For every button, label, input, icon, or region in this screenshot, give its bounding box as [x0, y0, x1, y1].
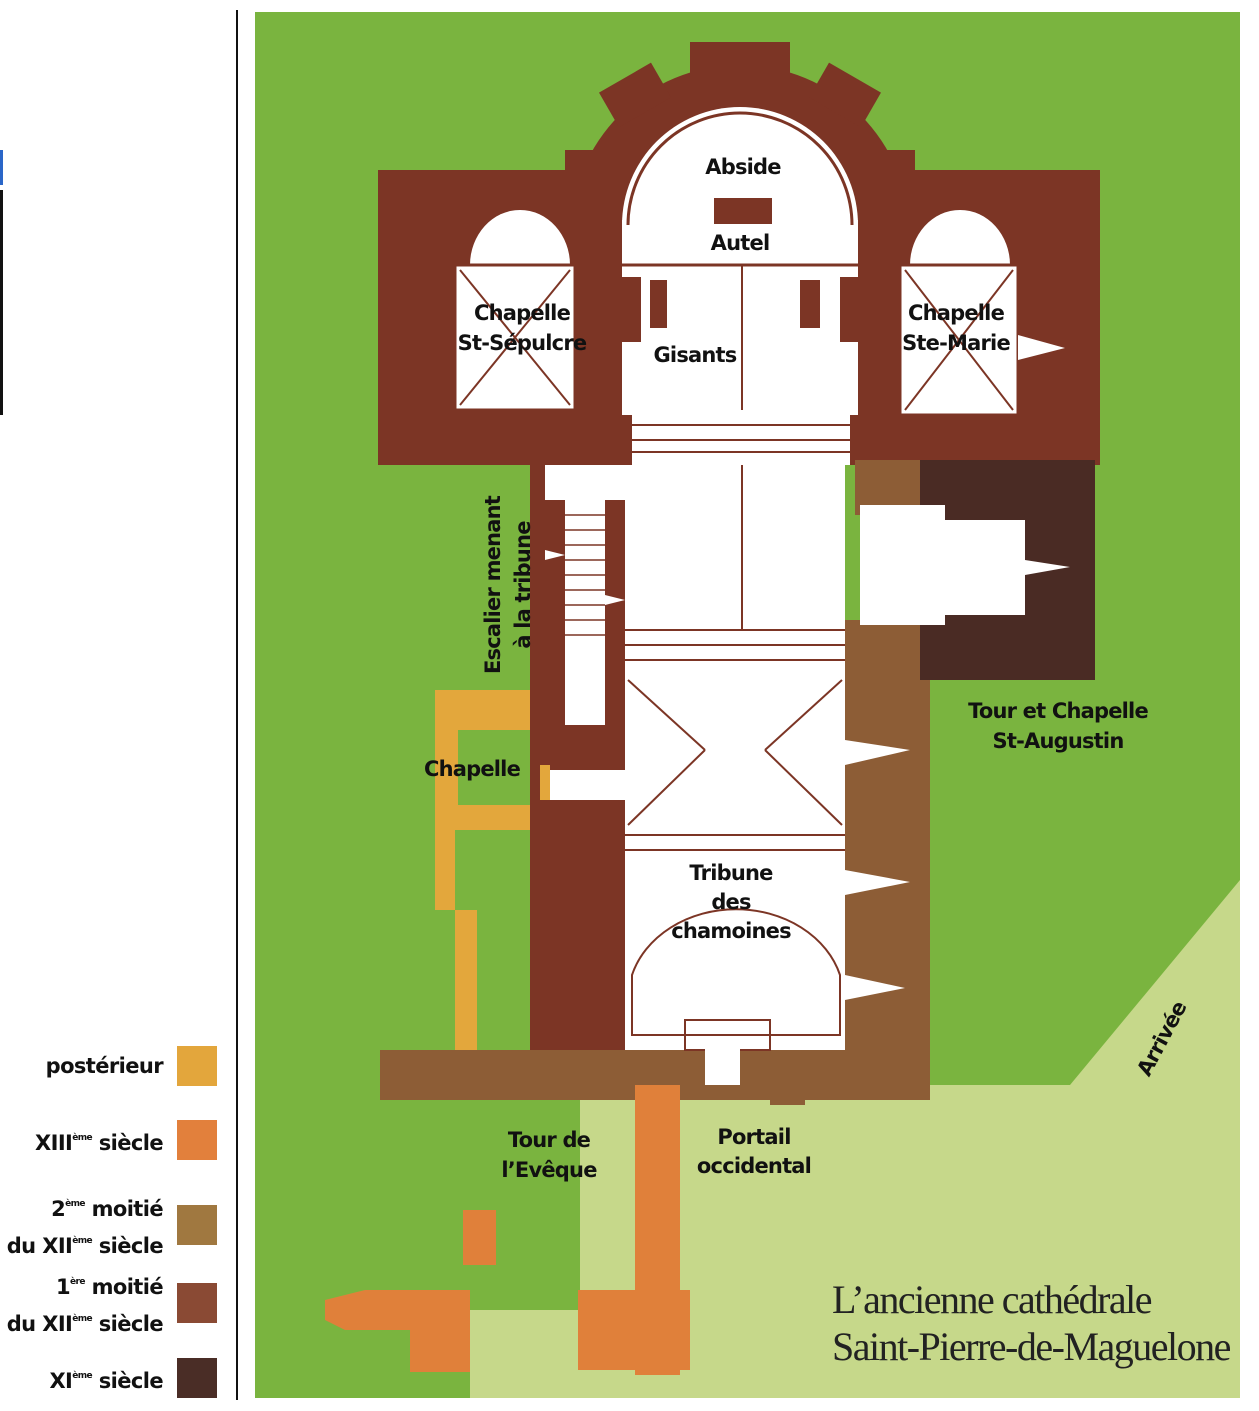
- divider-line: [236, 10, 238, 1400]
- nave: [548, 465, 910, 1085]
- legend-swatch: [177, 1120, 217, 1160]
- label-autel: Autel: [711, 231, 770, 255]
- legend-label: postérieur: [45, 1054, 164, 1078]
- legend-label: XIème siècle: [49, 1368, 163, 1393]
- label-portail-2: occidental: [697, 1154, 811, 1178]
- legend-item-posterieur: postérieur: [46, 1046, 217, 1086]
- legend-swatch: [177, 1358, 217, 1398]
- legend-swatch: [177, 1205, 217, 1245]
- staircase: [545, 465, 625, 725]
- map-title: L’ancienne cathédrale: [832, 1277, 1152, 1322]
- map-title-2: Saint-Pierre-de-Maguelone: [832, 1324, 1231, 1369]
- label-chapelle: Chapelle: [424, 757, 521, 781]
- altar: [714, 198, 772, 224]
- legend-label: XIIIème siècle: [35, 1130, 164, 1155]
- label-tribune: Tribune: [689, 861, 773, 885]
- label-escalier: Escalier menant: [481, 495, 505, 674]
- tombs: [613, 277, 868, 342]
- legend-swatch: [177, 1283, 217, 1323]
- legend-item-xiii: XIIIème siècle: [35, 1120, 217, 1160]
- label-portail: Portail: [717, 1125, 790, 1149]
- page-edge-mark: [0, 190, 3, 415]
- label-chapelle-marie: Chapelle: [908, 301, 1005, 325]
- label-chapelle-sepulcre: Chapelle: [474, 301, 571, 325]
- label-chapelle-marie-2: Ste-Marie: [902, 331, 1010, 355]
- page-edge-mark: [0, 150, 3, 185]
- walls-xiii-century: [325, 1085, 690, 1375]
- label-tour-augustin-2: St-Augustin: [993, 729, 1124, 753]
- label-tour-eveque-2: l’Evêque: [501, 1158, 597, 1182]
- label-tribune-3: chamoines: [671, 919, 791, 943]
- label-abside: Abside: [705, 155, 781, 179]
- label-escalier-2: à la tribune: [511, 521, 535, 649]
- legend-swatch: [177, 1046, 217, 1086]
- label-tour-eveque: Tour de: [508, 1128, 591, 1152]
- label-chapelle-sepulcre-2: St-Sépulcre: [458, 331, 587, 355]
- label-tour-augustin: Tour et Chapelle: [968, 699, 1148, 723]
- plan-labels: Abside Autel Gisants Chapelle St-Sépulcr…: [424, 155, 1192, 1182]
- label-gisants: Gisants: [654, 343, 737, 367]
- legend-item-xi: XIème siècle: [49, 1358, 217, 1398]
- side-chapels: [453, 210, 1065, 417]
- label-tribune-2: des: [711, 890, 751, 914]
